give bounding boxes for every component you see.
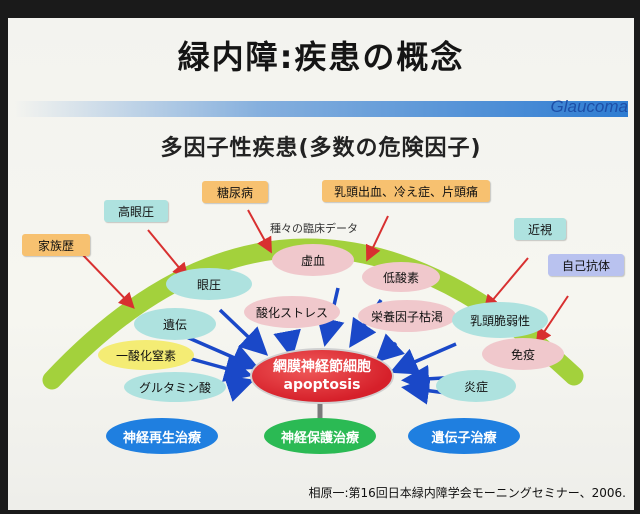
risk-arrows bbox=[81, 209, 569, 345]
factor-papilla-fragility: 乳頭脆弱性 bbox=[452, 302, 548, 338]
slide: 緑内障:疾患の概念 Glaucoma 多因子性疾患(多数の危険因子) bbox=[8, 18, 634, 510]
factor-nutrient-depletion: 栄養因子枯渇 bbox=[358, 300, 456, 332]
center-rgc-apoptosis: 網膜神経節細胞 apoptosis bbox=[250, 348, 394, 404]
factor-immunity: 免疫 bbox=[482, 338, 564, 370]
factor-genetics: 遺伝 bbox=[134, 308, 216, 340]
center-label-jp: 網膜神経節細胞 bbox=[273, 359, 371, 375]
factor-nitric-oxide: 一酸化窒素 bbox=[98, 340, 194, 370]
risk-tag-diabetes: 糖尿病 bbox=[202, 181, 268, 203]
citation: 相原一:第16回日本緑内障学会モーニングセミナー、2006. bbox=[308, 486, 626, 500]
factor-iop: 眼圧 bbox=[166, 268, 252, 300]
factor-ischemia: 虚血 bbox=[272, 244, 354, 276]
center-label-en: apoptosis bbox=[283, 377, 361, 393]
title-underline-bar bbox=[14, 101, 628, 117]
risk-tag-family-history: 家族歴 bbox=[22, 234, 90, 256]
therapy-nerve-regeneration: 神経再生治療 bbox=[106, 418, 218, 454]
therapy-gene: 遺伝子治療 bbox=[408, 418, 520, 454]
factor-hypoxia: 低酸素 bbox=[362, 262, 440, 292]
therapy-neuroprotection: 神経保護治療 bbox=[264, 418, 376, 454]
risk-tag-high-iop: 高眼圧 bbox=[104, 200, 168, 222]
risk-tag-vascular: 乳頭出血、冷え症、片頭痛 bbox=[322, 180, 490, 202]
factor-oxidative-stress: 酸化ストレス bbox=[244, 296, 340, 328]
slide-title: 緑内障:疾患の概念 bbox=[177, 38, 465, 76]
risk-tag-myopia: 近視 bbox=[514, 218, 566, 240]
clinical-data-label: 種々の臨床データ bbox=[270, 222, 358, 235]
factor-glutamate: グルタミン酸 bbox=[124, 372, 226, 402]
glaucoma-brand-label: Glaucoma bbox=[550, 97, 628, 116]
slide-subtitle: 多因子性疾患(多数の危険因子) bbox=[160, 136, 482, 161]
risk-tag-autoantibody: 自己抗体 bbox=[548, 254, 624, 276]
factor-inflammation: 炎症 bbox=[436, 370, 516, 402]
